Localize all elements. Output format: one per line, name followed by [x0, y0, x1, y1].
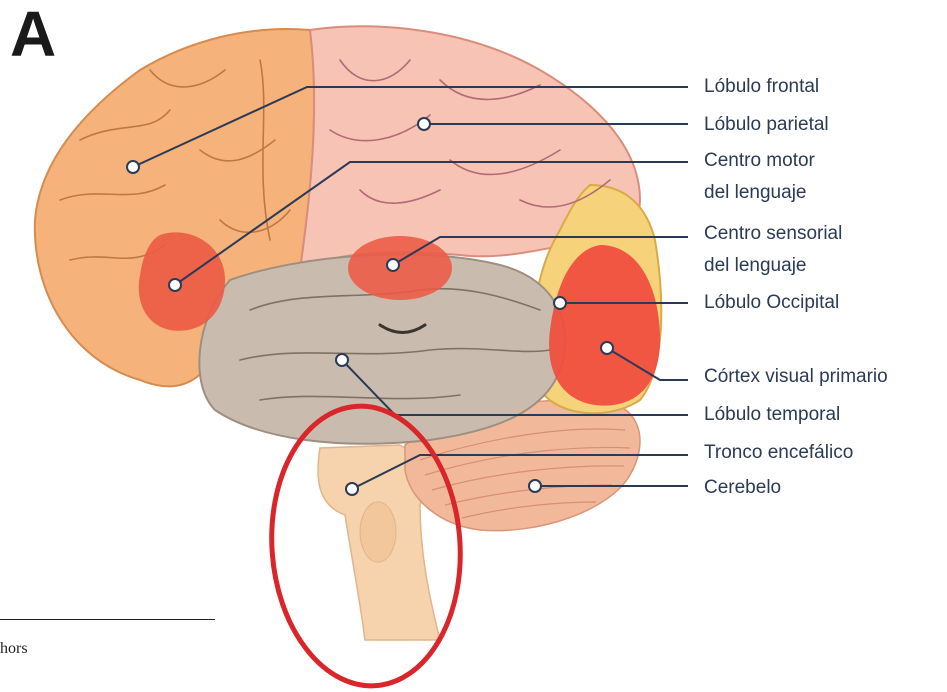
- label-tronco-encefalico: Tronco encefálico: [704, 442, 853, 464]
- label-lobulo-occipital: Lóbulo Occipital: [704, 292, 839, 314]
- label-cortex-visual-primario: Córtex visual primario: [704, 366, 888, 388]
- footnote-text: hors: [0, 640, 28, 658]
- label-centro-sensorial-line2: del lenguaje: [704, 255, 806, 277]
- pons-bulge: [360, 502, 396, 562]
- label-lobulo-parietal: Lóbulo parietal: [704, 114, 829, 136]
- label-centro-motor-line2: del lenguaje: [704, 182, 806, 204]
- label-lobulo-frontal: Lóbulo frontal: [704, 76, 819, 98]
- sensory-speech-area: [348, 236, 452, 300]
- label-lobulo-temporal: Lóbulo temporal: [704, 404, 840, 426]
- label-centro-motor-line1: Centro motor: [704, 150, 815, 172]
- footnote-rule: [0, 619, 215, 620]
- label-centro-sensorial-line1: Centro sensorial: [704, 223, 842, 245]
- label-cerebelo: Cerebelo: [704, 477, 781, 499]
